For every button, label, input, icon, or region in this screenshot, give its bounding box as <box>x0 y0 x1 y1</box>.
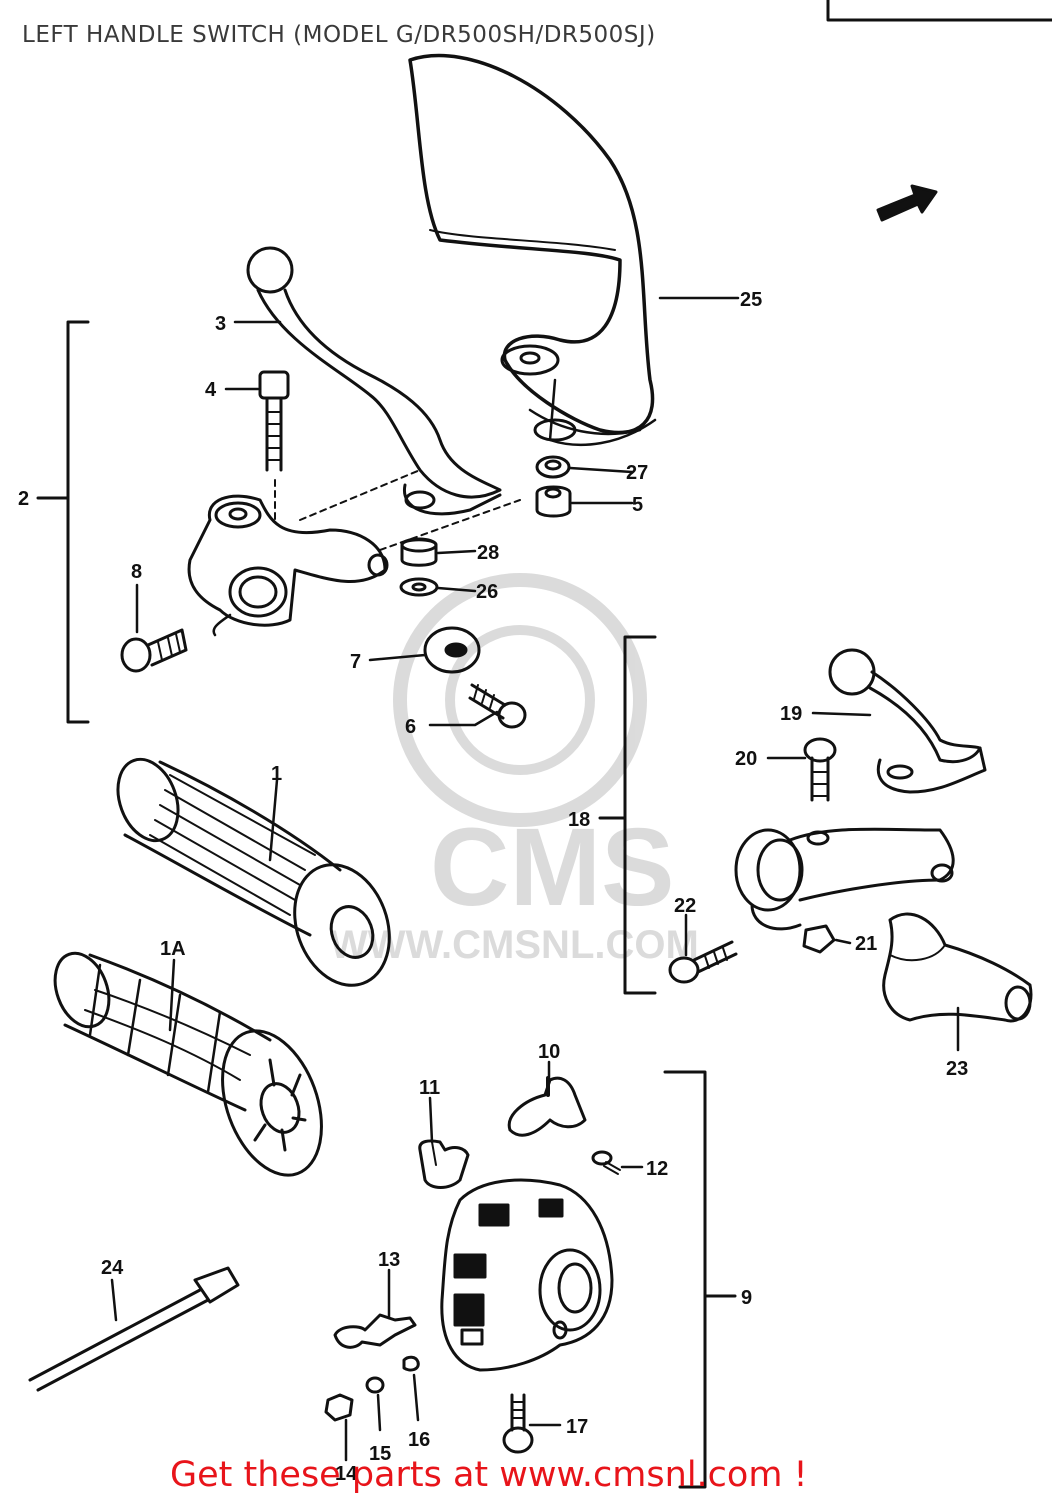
footer-link-text[interactable]: Get these parts at www.cmsnl.com ! <box>170 1455 808 1495</box>
housing-screw <box>502 1393 534 1454</box>
callout-27: 27 <box>626 462 648 484</box>
choke-pivot-bolt <box>803 737 837 802</box>
watermark-brand: CMS <box>430 806 674 929</box>
callout-20: 20 <box>735 748 757 770</box>
callout-1a: 1A <box>160 938 186 960</box>
group-bracket-9 <box>663 1070 707 1489</box>
callout-4: 4 <box>205 379 217 401</box>
collar-washer <box>399 537 439 597</box>
callout-1: 1 <box>271 763 282 785</box>
page-title: LEFT HANDLE SWITCH (MODEL G/DR500SH/DR50… <box>22 22 656 48</box>
handle-grip-alt <box>53 951 323 1177</box>
switch-housing <box>440 1178 614 1372</box>
cable-tie <box>28 1266 240 1392</box>
callout-16: 16 <box>408 1429 430 1451</box>
callout-10: 10 <box>538 1041 560 1063</box>
watermark: CMS WWW.CMSNL.COM <box>330 573 699 967</box>
choke-lever <box>828 648 987 794</box>
adjuster-nut <box>423 626 481 674</box>
pivot-bolt <box>258 370 290 521</box>
group-bracket-2 <box>66 320 90 724</box>
callout-17: 17 <box>566 1416 588 1438</box>
switch-spring-ball <box>365 1376 385 1394</box>
choke-holder <box>734 827 955 931</box>
callout-12: 12 <box>646 1158 668 1180</box>
callout-24: 24 <box>101 1257 124 1279</box>
callout-14: 14 <box>335 1463 358 1485</box>
callout-26: 26 <box>476 581 498 603</box>
watermark-url: WWW.CMSNL.COM <box>330 923 699 967</box>
callout-labels: 1 1A 2 3 4 5 6 7 8 9 10 11 12 13 14 15 1… <box>18 289 968 1485</box>
callout-7: 7 <box>350 651 361 673</box>
contact-spring <box>333 1313 417 1349</box>
switch-detent <box>402 1355 420 1372</box>
callout-19: 19 <box>780 703 802 725</box>
callout-25: 25 <box>740 289 762 311</box>
dimmer-knob <box>418 1139 470 1189</box>
choke-cover <box>882 912 1033 1023</box>
washer-nut <box>535 455 572 518</box>
switch-screw <box>591 1150 621 1175</box>
callout-8: 8 <box>131 561 142 583</box>
hand-guard <box>408 53 657 446</box>
bracket-bolt <box>120 628 188 673</box>
callout-22: 22 <box>674 895 696 917</box>
callout-15: 15 <box>369 1443 391 1465</box>
callout-3: 3 <box>215 313 226 335</box>
light-switch-knob <box>507 1076 587 1137</box>
holder-nut <box>802 924 836 954</box>
callout-13: 13 <box>378 1249 400 1271</box>
handle-grip <box>116 757 391 987</box>
adjuster-screw <box>468 683 527 729</box>
switch-ball <box>324 1393 354 1422</box>
callout-2: 2 <box>18 488 29 510</box>
holder-screw <box>668 940 738 984</box>
frame-corner <box>826 0 1052 22</box>
callout-9: 9 <box>741 1287 752 1309</box>
callout-21: 21 <box>855 933 877 955</box>
clutch-lever <box>246 246 502 516</box>
callout-23: 23 <box>946 1058 968 1080</box>
forward-arrow-icon <box>876 184 938 222</box>
callout-5: 5 <box>632 494 643 516</box>
leader-lines <box>110 296 960 1462</box>
lever-bracket <box>187 469 521 637</box>
callout-28: 28 <box>477 542 499 564</box>
callout-6: 6 <box>405 716 416 738</box>
callout-11: 11 <box>419 1077 440 1099</box>
callout-18: 18 <box>568 809 590 831</box>
group-bracket-18 <box>623 635 657 995</box>
